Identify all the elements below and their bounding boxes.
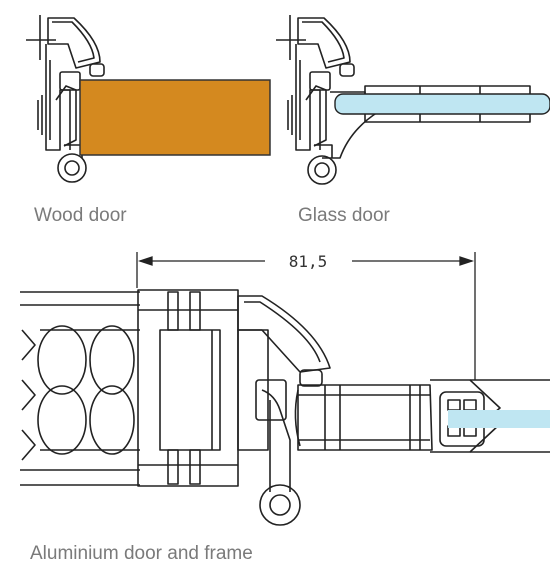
caption-wood-door: Wood door <box>34 205 127 226</box>
dimension-label: 81,5 <box>289 252 328 271</box>
dimension-line <box>136 252 476 380</box>
aluminium-section <box>20 289 550 526</box>
caption-aluminium: Aluminium door and frame <box>30 543 253 564</box>
wood-door-leaf <box>79 79 271 156</box>
caption-glass-door: Glass door <box>298 205 390 226</box>
glass-pane <box>334 93 550 115</box>
glass-pane-aluminium <box>448 410 550 428</box>
